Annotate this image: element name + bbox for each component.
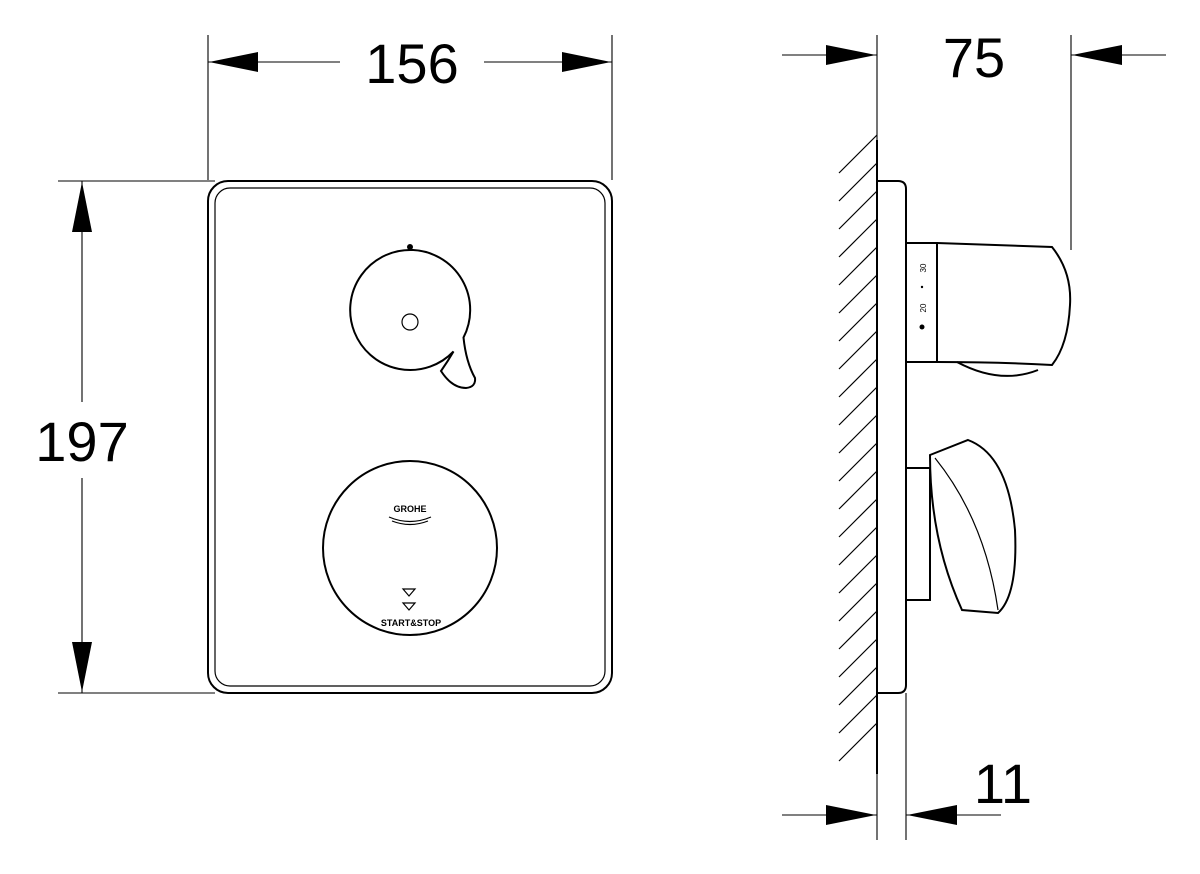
width-dimension-label: 156: [365, 32, 458, 95]
scale-mark-20: 20: [919, 303, 928, 312]
front-view: 156 197 GROHE START&: [35, 32, 613, 694]
scale-mark-30: 30: [919, 263, 928, 272]
start-stop-text: START&STOP: [381, 618, 441, 628]
scale-indicator-icon: [919, 324, 925, 330]
dimension-height: 197: [35, 180, 215, 694]
thickness-dimension-label: 11: [974, 752, 1032, 815]
cover-plate-inner-edge: [214, 187, 606, 687]
button-outline: [322, 460, 498, 636]
brand-logo-text: GROHE: [393, 504, 426, 514]
brand-logo-wave2-icon: [391, 520, 429, 526]
scale-ring: [905, 242, 938, 363]
temperature-knob-side: 30 20: [905, 242, 1072, 377]
dimension-width: 156: [207, 32, 613, 180]
dimension-thickness: 11: [782, 693, 1032, 840]
knob-outline: [349, 248, 477, 390]
start-stop-button-side: [906, 438, 1017, 615]
indicator-dot-icon: [407, 244, 413, 250]
knob-center-icon: [401, 313, 419, 331]
dimension-depth: 75: [782, 26, 1166, 250]
cover-plate-edge: [877, 180, 907, 694]
button-body-side: [928, 438, 1017, 615]
triangle-down-icon: [401, 588, 417, 597]
temperature-knob: [349, 244, 477, 390]
scale-dot-icon: [920, 285, 924, 289]
cover-plate: [207, 180, 613, 694]
start-stop-button: GROHE START&STOP: [322, 460, 498, 636]
button-stem-side: [906, 467, 931, 601]
wall-hatching: [838, 134, 878, 762]
height-dimension-label: 197: [35, 410, 128, 473]
depth-dimension-label: 75: [943, 26, 1005, 89]
side-view: 75 11: [782, 26, 1166, 840]
wall: [838, 134, 878, 774]
triangle-down-icon: [401, 602, 417, 611]
brand-logo-wave-icon: [388, 516, 432, 523]
knob-bottom-side: [956, 361, 1039, 377]
button-ridge-line: [934, 457, 999, 611]
knob-body-side: [936, 242, 1072, 367]
